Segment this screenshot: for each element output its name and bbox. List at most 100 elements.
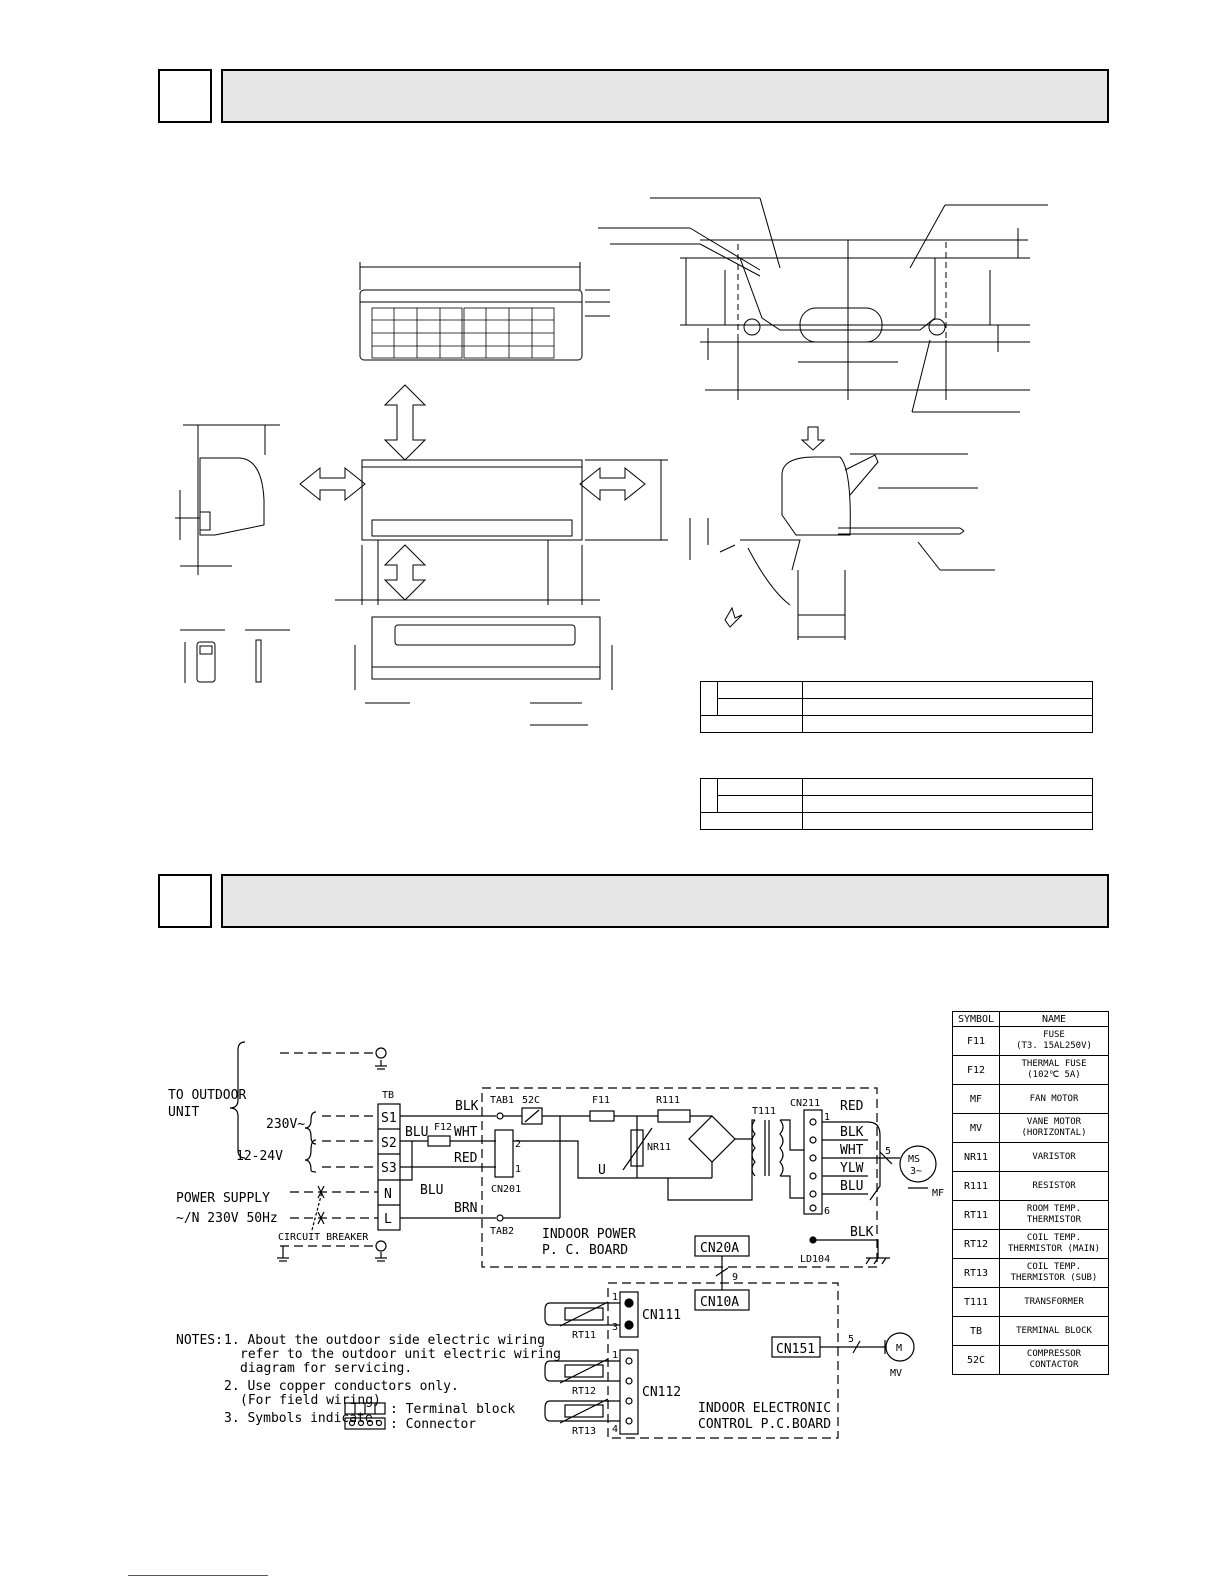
rt11-label: RT11: [572, 1330, 596, 1341]
name-line: ROOM TEMP.: [1026, 1204, 1082, 1214]
clearance-arrows: [299, 384, 646, 601]
name-line: COIL TEMP.: [1026, 1262, 1082, 1272]
terminal-n: N: [384, 1187, 392, 1202]
wire-blk-out: BLK: [840, 1125, 864, 1140]
installation-plate-view: [598, 197, 1048, 413]
note-2-line2: (For field wiring): [240, 1393, 381, 1408]
wire-wht-label: WHT: [454, 1125, 478, 1140]
terminal-block-legend: : Terminal block: [390, 1402, 515, 1417]
symbol-cell: R111: [952, 1171, 1000, 1201]
remote-controller-views: [180, 629, 290, 683]
cn10a-label: CN10A: [700, 1295, 739, 1310]
count-five-a: 5: [885, 1146, 891, 1157]
symbol-table-row: T111 TRANSFORMER: [952, 1287, 1109, 1317]
name-line: VARISTOR: [1032, 1151, 1076, 1162]
control-board-line2: CONTROL P.C.BOARD: [698, 1417, 831, 1432]
symbol-cell: T111: [952, 1287, 1000, 1317]
note-3: 3. Symbols indicate.: [224, 1411, 381, 1426]
terminal-l: L: [384, 1212, 392, 1227]
tab1-label: TAB1: [490, 1095, 514, 1106]
symbol-cell: MV: [952, 1113, 1000, 1143]
f11-label: F11: [592, 1095, 610, 1106]
mv-label: MV: [890, 1368, 902, 1379]
f12-label: F12: [434, 1122, 452, 1133]
note-1-line2: refer to the outdoor unit electric wirin…: [240, 1347, 561, 1362]
name-header: NAME: [999, 1011, 1109, 1027]
power-supply-line1: POWER SUPPLY: [176, 1191, 270, 1206]
wire-wht-out: WHT: [840, 1143, 864, 1158]
name-line: FUSE: [1043, 1030, 1065, 1040]
cn10a-connector: [694, 1289, 750, 1311]
note-2-line1: 2. Use copper conductors only.: [224, 1379, 459, 1394]
unit-front-view: [335, 459, 668, 605]
voltage-dc-label: 12-24V: [236, 1149, 283, 1164]
name-line: THERMISTOR (MAIN): [1007, 1244, 1101, 1254]
wire-blu-out: BLU: [840, 1179, 863, 1194]
name-line: COIL TEMP.: [1026, 1233, 1082, 1243]
nr11-label: NR11: [647, 1142, 671, 1153]
wire-red-label: RED: [454, 1151, 478, 1166]
name-line: THERMAL FUSE: [1021, 1059, 1087, 1069]
rt12-label: RT12: [572, 1386, 596, 1397]
note-1-line3: diagram for servicing.: [240, 1361, 412, 1376]
cn112-pin1: 1: [612, 1350, 618, 1361]
t111-label: T111: [752, 1106, 776, 1117]
name-line: TRANSFORMER: [1024, 1296, 1084, 1307]
circuit-breaker-label: CIRCUIT BREAKER: [278, 1232, 369, 1243]
cn211-connector: [803, 1109, 823, 1215]
u-label: U: [598, 1163, 606, 1178]
name-line: COMPRESSOR: [1026, 1349, 1082, 1359]
wire-blk-ground: BLK: [850, 1225, 874, 1240]
count-nine: 9: [732, 1272, 738, 1283]
to-outdoor-unit-line1: TO OUTDOOR: [168, 1088, 246, 1103]
rt13-label: RT13: [572, 1426, 596, 1437]
cn111-label: CN111: [642, 1308, 681, 1323]
name-line: CONTACTOR: [1029, 1360, 1079, 1370]
r111-label: R111: [656, 1095, 680, 1106]
cn201-connector: [494, 1129, 514, 1178]
name-line: (T3. 15AL250V): [1016, 1041, 1092, 1051]
name-cell: RESISTOR: [999, 1171, 1109, 1201]
unit-side-view: [175, 424, 280, 575]
terminal-s2: S2: [381, 1136, 397, 1151]
name-cell: FUSE(T3. 15AL250V): [999, 1026, 1109, 1056]
voltage-ac-label: 230V~: [266, 1117, 305, 1132]
name-line: (HORIZONTAL): [1021, 1128, 1087, 1138]
cn112-label: CN112: [642, 1385, 681, 1400]
name-line: THERMISTOR (SUB): [1010, 1273, 1098, 1283]
cn201-pin1: 1: [515, 1164, 521, 1175]
fan-motor-symbol: [899, 1145, 937, 1183]
terminal-s1: S1: [381, 1111, 397, 1126]
cn211-pin6: 6: [824, 1206, 830, 1217]
cn211-pin1: 1: [824, 1112, 830, 1123]
tb-label: TB: [382, 1090, 394, 1101]
m-label: M: [896, 1343, 902, 1354]
cn211-label: CN211: [790, 1098, 820, 1109]
wire-blu-label-1: BLU: [405, 1125, 428, 1140]
name-cell: ROOM TEMP.THERMISTOR: [999, 1200, 1109, 1230]
cn112-pin4: 4: [612, 1424, 618, 1435]
name-cell: FAN MOTOR: [999, 1084, 1109, 1114]
wire-blk-label: BLK: [455, 1099, 479, 1114]
cn201-label: CN201: [491, 1184, 521, 1195]
symbol-cell: RT11: [952, 1200, 1000, 1230]
wire-blu-label-2: BLU: [420, 1183, 443, 1198]
name-line: VANE MOTOR: [1026, 1117, 1082, 1127]
name-cell: TRANSFORMER: [999, 1287, 1109, 1317]
symbol-cell: F11: [952, 1026, 1000, 1056]
power-supply-line2: ~/N 230V 50Hz: [176, 1211, 278, 1226]
name-line: THERMISTOR: [1026, 1215, 1082, 1225]
cn20a-label: CN20A: [700, 1241, 739, 1256]
name-cell: VANE MOTOR(HORIZONTAL): [999, 1113, 1109, 1143]
mf-label: MF: [932, 1188, 944, 1199]
wire-red-out: RED: [840, 1099, 864, 1114]
section-2-number-box: [158, 874, 212, 928]
